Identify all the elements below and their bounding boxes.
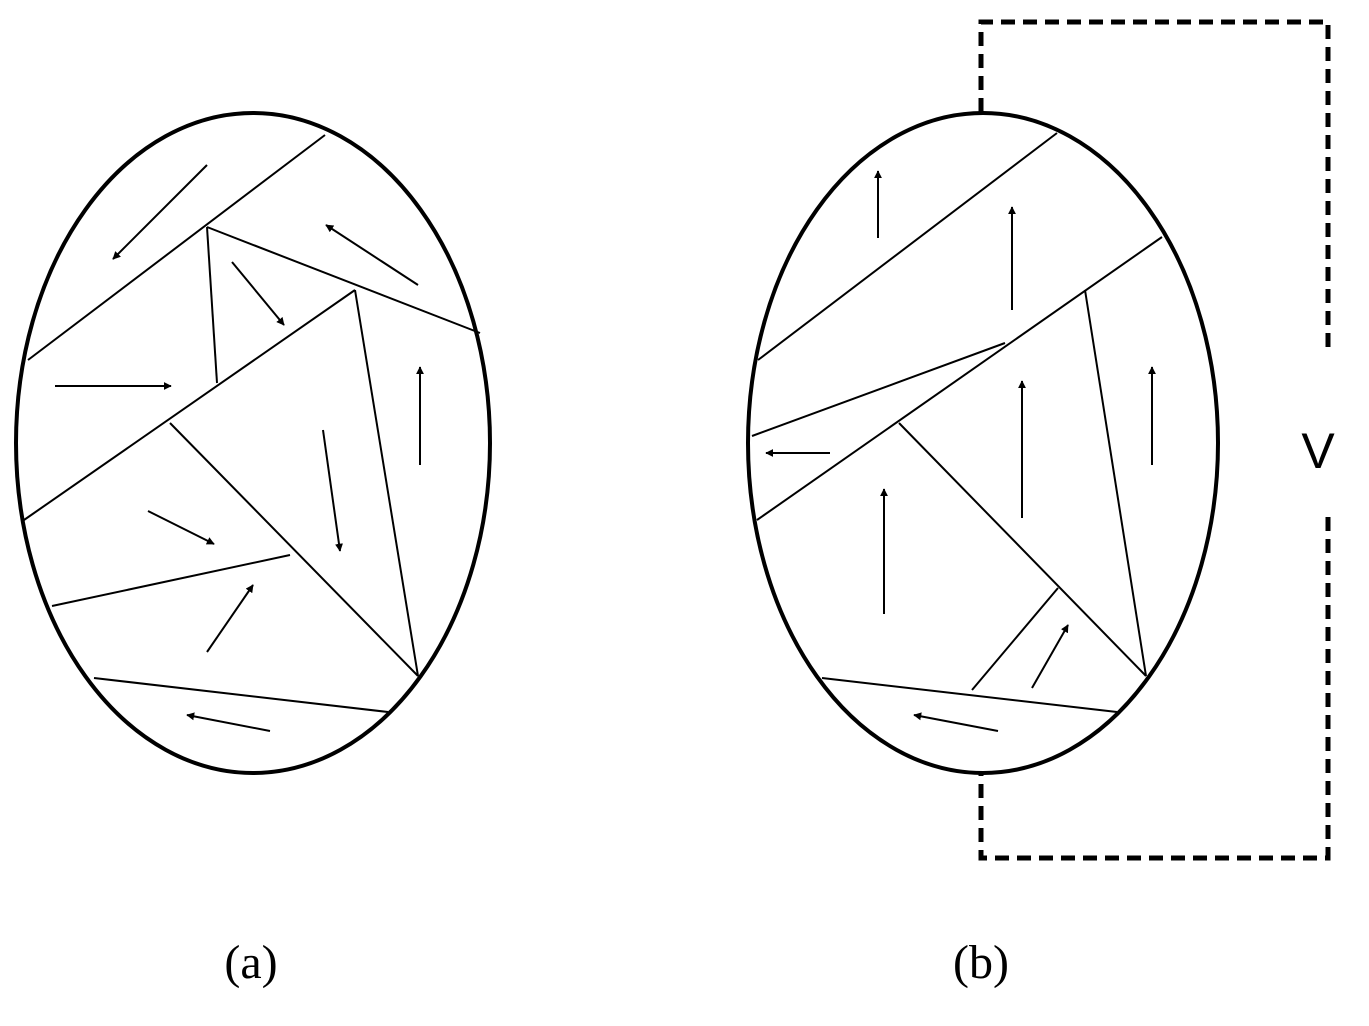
polarization-arrow <box>322 429 343 552</box>
domain-wall <box>971 587 1059 691</box>
polarization-arrow <box>231 261 285 326</box>
domain-wall <box>206 226 481 334</box>
polarization-arrow <box>112 164 208 260</box>
domain-wall <box>354 289 419 677</box>
polarization-arrow <box>913 712 999 732</box>
polarization-arrow <box>206 584 254 653</box>
panel-b-domain-walls <box>751 132 1163 713</box>
caption-a: (a) <box>224 936 277 989</box>
polarization-arrow <box>186 712 271 732</box>
panel-b-poled-grain: V (b) <box>746 19 1335 989</box>
domain-wall <box>93 677 389 713</box>
domain-wall <box>27 134 326 361</box>
grain-b-outline <box>746 111 1220 775</box>
circuit-wire-bottom <box>978 517 1331 861</box>
panel-b-polarization-arrows <box>765 170 1156 732</box>
voltage-circuit <box>978 19 1331 861</box>
domain-wall <box>206 226 218 384</box>
voltage-label: V <box>1301 423 1335 479</box>
polarization-arrow <box>147 510 215 545</box>
domain-wall <box>898 422 1147 677</box>
polarization-arrow <box>325 224 419 286</box>
panel-a-unpoled-grain: (a) <box>14 111 492 989</box>
domain-wall <box>169 422 419 677</box>
domain-wall <box>757 132 1058 361</box>
panel-a-polarization-arrows <box>55 164 424 732</box>
circuit-wire-top <box>978 19 1331 348</box>
polarization-arrow <box>1031 624 1069 689</box>
domain-wall <box>1084 289 1147 677</box>
domain-wall <box>51 554 291 607</box>
grain-a-outline <box>14 111 492 775</box>
panel-a-domain-walls <box>23 134 481 713</box>
caption-b: (b) <box>953 936 1009 989</box>
domain-wall <box>821 677 1118 713</box>
domain-wall <box>23 289 356 521</box>
domain-wall <box>756 236 1163 521</box>
domain-wall <box>751 342 1006 437</box>
